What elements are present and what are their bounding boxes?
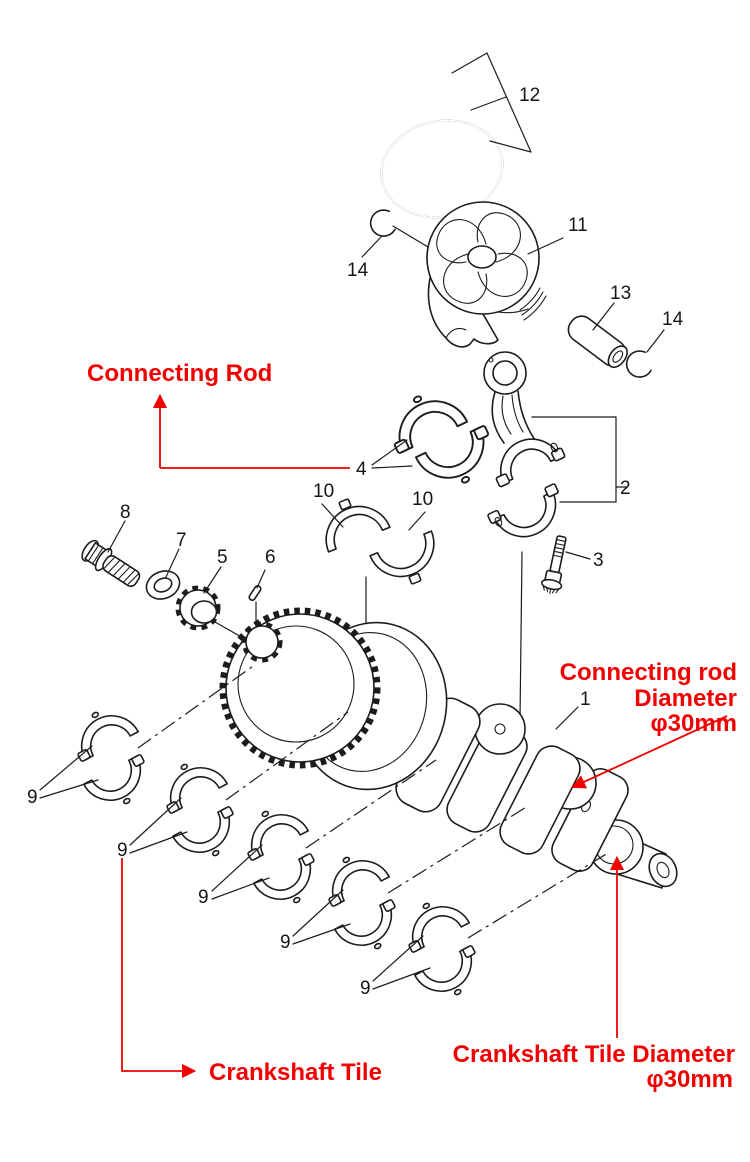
tile-diameter-line1: Crankshaft Tile Diameter <box>453 1041 735 1068</box>
callout-3: 3 <box>593 550 604 571</box>
callout-5: 5 <box>217 547 228 568</box>
callout-lines-8-7-5-6 <box>107 520 266 644</box>
rod-diameter-line1: Connecting rod <box>560 659 737 686</box>
rod-cap <box>487 483 559 538</box>
timing-gear <box>175 585 221 631</box>
leader-1 <box>555 706 579 730</box>
annotation-lines <box>121 393 728 1079</box>
rod-diameter-line2: Diameter <box>634 685 737 712</box>
circlip-right <box>625 350 652 378</box>
connecting-rod-label: Connecting Rod <box>87 360 272 387</box>
callout-12: 12 <box>519 85 540 106</box>
bearing-position-lines <box>137 663 609 939</box>
rod-diameter-arrow <box>571 715 728 789</box>
callout-13: 13 <box>610 283 631 304</box>
callout-9-1: 9 <box>27 787 38 808</box>
crankshaft <box>219 607 678 889</box>
callout-10-right: 10 <box>412 489 433 510</box>
crankshaft-tile-line <box>121 858 197 1079</box>
callout-9-4: 9 <box>280 932 291 953</box>
rod-bolt <box>541 535 567 594</box>
callout-9-2: 9 <box>117 840 128 861</box>
callout-9-3: 9 <box>198 887 209 908</box>
callout-4: 4 <box>356 459 367 480</box>
connecting-rod <box>483 351 566 488</box>
callout-7: 7 <box>176 530 187 551</box>
callout-9-5: 9 <box>360 978 371 999</box>
piston-crown-swirl <box>436 212 528 304</box>
annotation-text: Connecting Rod Connecting rod Diameter φ… <box>87 360 737 1093</box>
leader-14-right <box>646 329 665 353</box>
piston-pin <box>567 315 628 369</box>
callout-lines-2-3 <box>519 416 627 721</box>
callout-14-left: 14 <box>347 260 369 281</box>
rod-bearing-shells <box>379 381 504 498</box>
leader-circlip-piston <box>392 225 429 248</box>
callout-14-right: 14 <box>662 309 684 330</box>
callout-lines-12 <box>451 52 532 153</box>
washer <box>145 570 181 600</box>
callout-lines-4 <box>371 439 413 469</box>
piston-rings <box>352 34 504 219</box>
rod-diameter-line3: φ30mm <box>650 710 737 737</box>
sprocket-bolt <box>81 539 141 587</box>
piston <box>426 201 547 348</box>
circlip-left <box>369 209 396 237</box>
callout-6: 6 <box>265 547 276 568</box>
leader-14-left <box>361 236 382 258</box>
dowel-pin <box>248 585 262 601</box>
callout-10-left: 10 <box>313 481 334 502</box>
leader-11 <box>527 237 564 255</box>
callout-11: 11 <box>568 215 588 236</box>
callout-lines-9 <box>39 745 431 990</box>
leader-13 <box>592 302 615 331</box>
crankshaft-tile-label: Crankshaft Tile <box>209 1059 382 1086</box>
callout-numbers: 12 11 13 14 14 4 10 10 2 3 1 8 7 5 6 9 9… <box>27 85 684 999</box>
tile-diameter-line2: φ30mm <box>646 1066 733 1093</box>
callout-1: 1 <box>580 689 591 710</box>
callout-2: 2 <box>620 478 631 499</box>
callout-8: 8 <box>120 502 131 523</box>
